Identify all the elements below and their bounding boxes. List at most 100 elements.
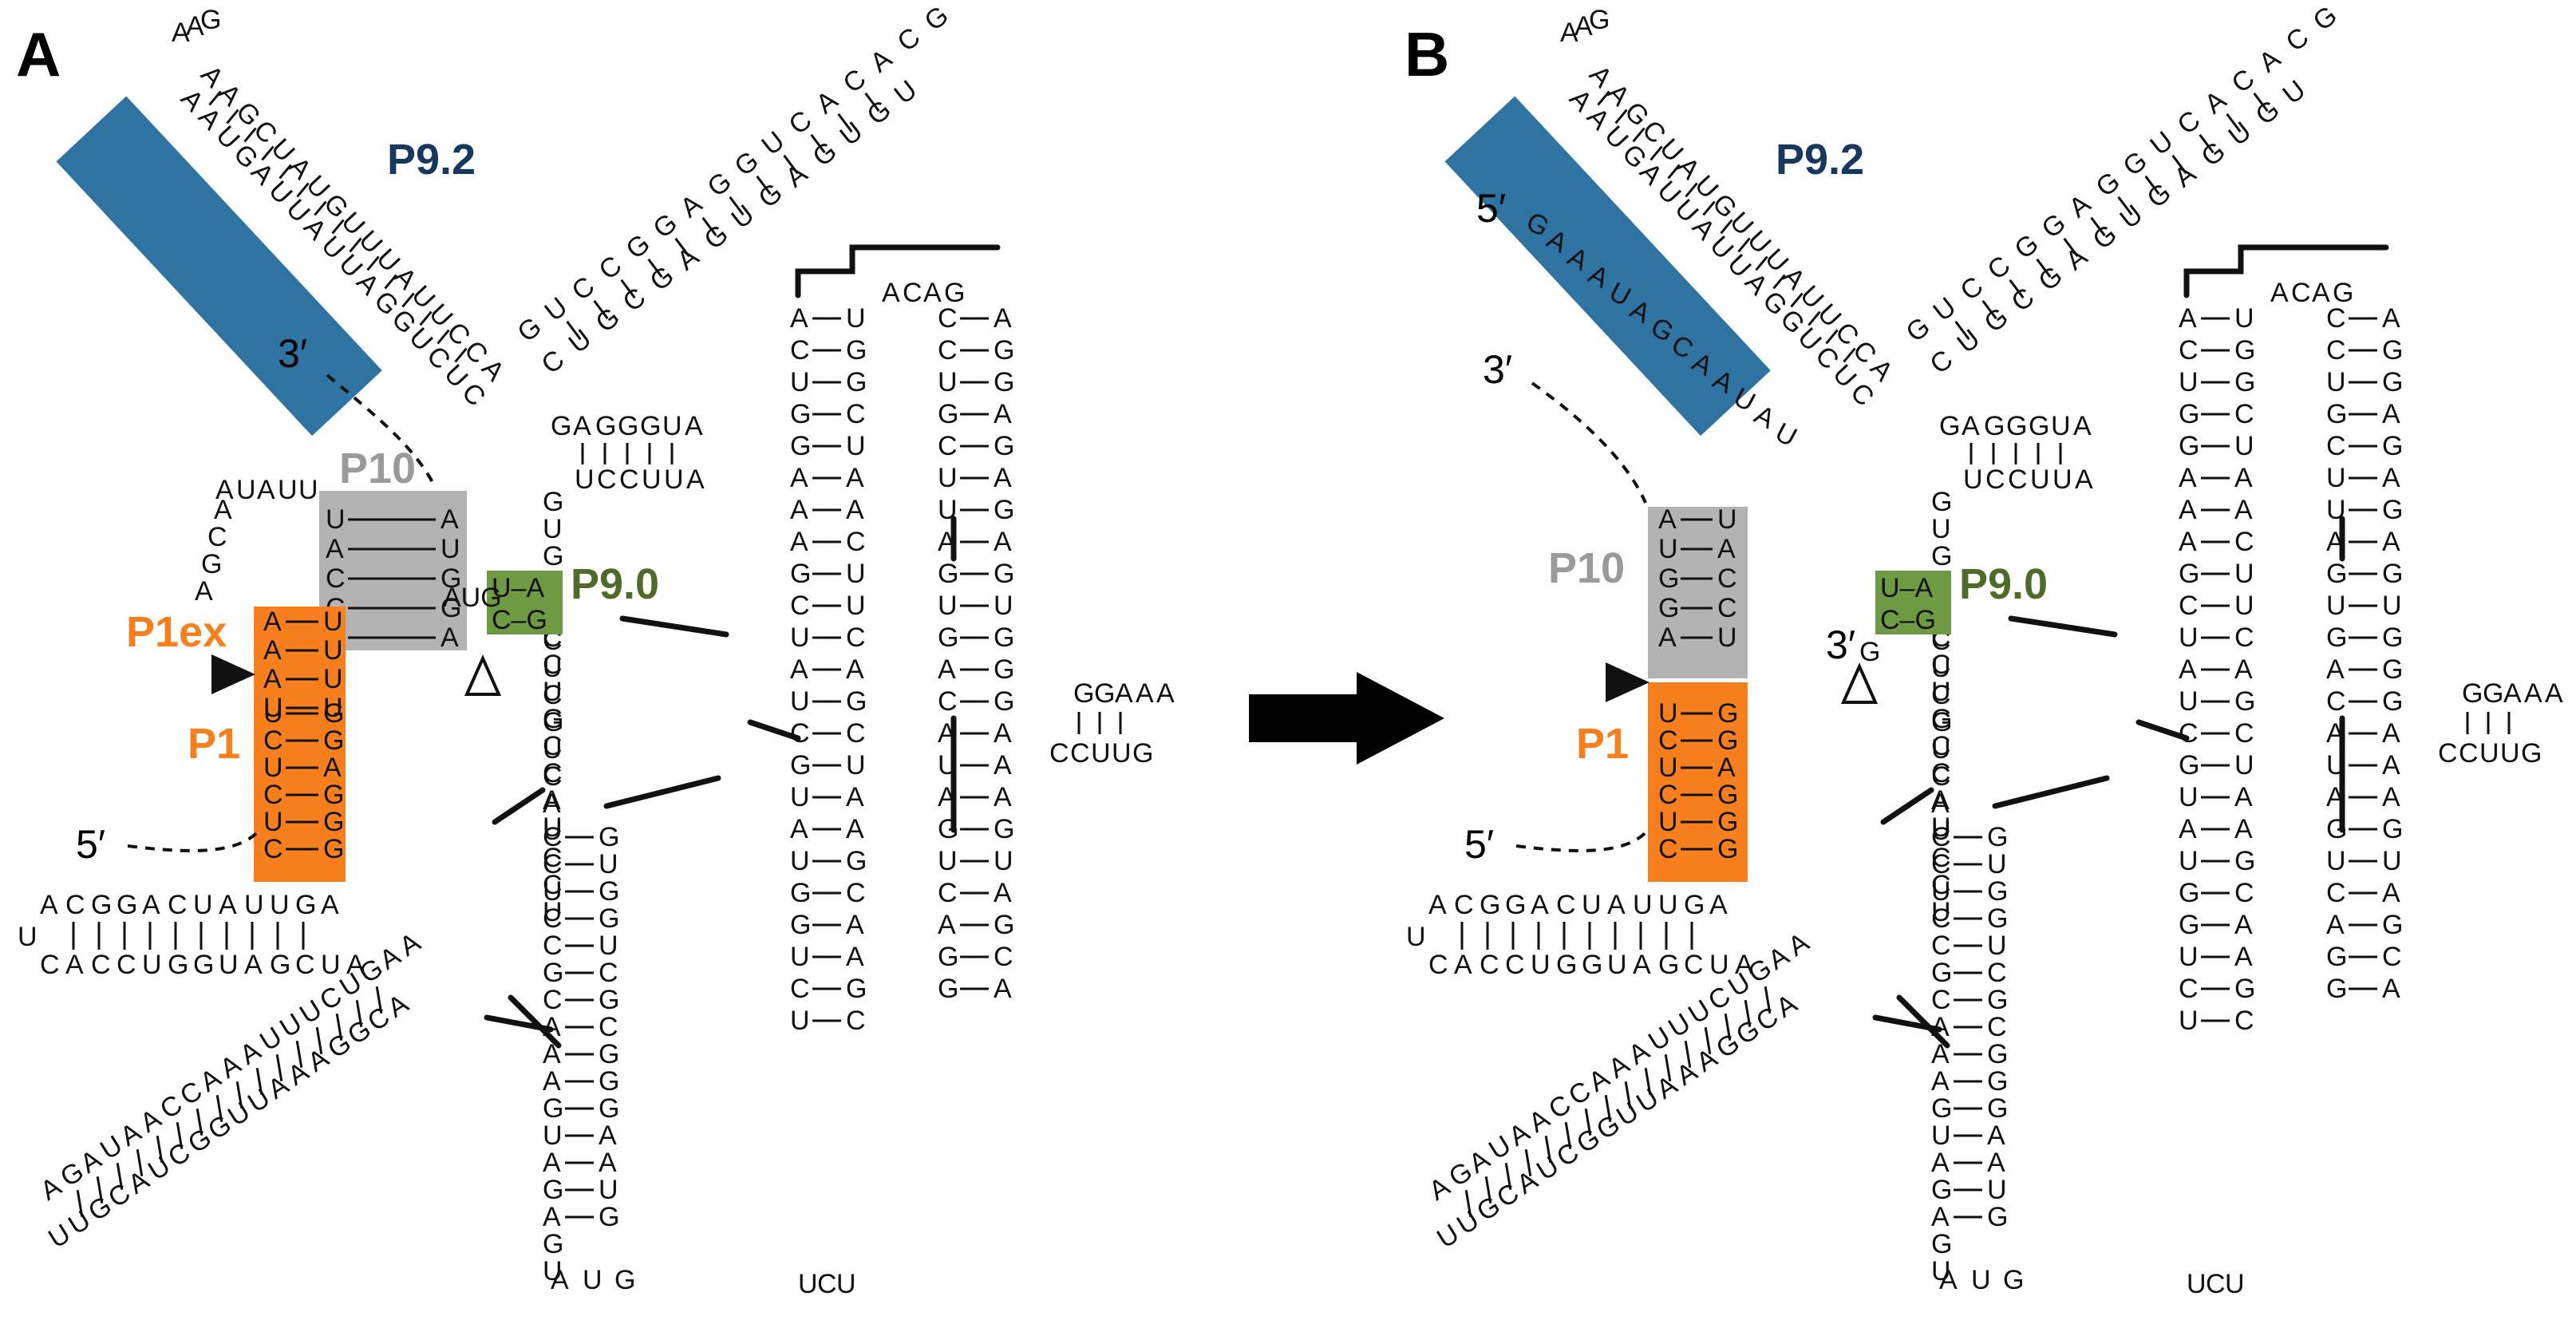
central-mid-left-nt: C	[543, 761, 563, 792]
upper-arm-helix-a-nt: G	[2009, 228, 2045, 265]
p9-2-loop-nt: A	[1574, 11, 1593, 41]
upper-arm-helix-pair	[2090, 216, 2106, 237]
p9-2-helix-pair	[314, 200, 327, 216]
col3-helix-right-nt: G	[994, 910, 1014, 940]
left-stem-bottom-nt: G	[1658, 950, 1679, 980]
left-stem-top-nt: U	[1658, 890, 1678, 920]
central-lower-helix-right-nt: G	[599, 1066, 619, 1097]
bottom-pair-nt: U	[583, 1265, 603, 1295]
col2-helix-left-nt: C	[790, 591, 810, 621]
col2-helix-right-nt: C	[2234, 1006, 2254, 1036]
p9-2-loop-nt: A	[186, 11, 204, 41]
upper-arm-helix-b-nt: G	[2250, 94, 2286, 131]
central-lower-helix-left-nt: G	[543, 1093, 563, 1124]
central-mid-left-nt: C	[1931, 680, 1951, 710]
upper-arm-helix-pair	[620, 279, 636, 299]
upper-arm-helix-b-nt: U	[726, 199, 761, 235]
central-mid-left-nt: U	[543, 653, 563, 683]
p9-2-loop-nt: A	[172, 18, 190, 48]
gagggu-nt: A	[2073, 411, 2092, 441]
col3-helix-left-nt: A	[2326, 654, 2345, 685]
upper-arm-helix-pair	[2063, 237, 2079, 258]
lower-arm-helix-pair	[1464, 1189, 1472, 1218]
central-left-nt: G	[543, 487, 563, 517]
col2-helix-right-nt: A	[846, 654, 864, 685]
gagggu-nt: G	[1939, 411, 1960, 441]
central-mid-left-nt: C	[1931, 761, 1951, 792]
left-stem-bottom-nt: U	[1531, 950, 1551, 980]
col2-helix-left-nt: A	[2179, 814, 2197, 844]
central-lower-helix-left-nt: A	[1931, 1202, 1950, 1232]
p10-helix-right-nt: C	[1717, 563, 1737, 594]
central-lower-helix-right-nt: A	[1987, 1148, 2005, 1178]
p9-2-helix-pair	[1737, 237, 1751, 253]
lower-arm-helix-pair	[235, 1081, 243, 1109]
col2-helix-left-nt: C	[790, 335, 810, 366]
col3-helix-right-nt: A	[994, 974, 1012, 1004]
p9-2-helix-pair	[1843, 347, 1856, 363]
upper-arm-helix-pair	[2199, 133, 2214, 154]
central-mid-left-nt: U	[543, 734, 563, 765]
left-stem-bottom-nt: C	[40, 950, 60, 980]
p9-2-helix-pair	[1632, 127, 1646, 143]
p1-helix-right-nt: G	[323, 807, 344, 837]
lower-arm-helix-pair	[1524, 1148, 1532, 1177]
col3-helix-left-nt: U	[2326, 591, 2346, 621]
p10-helix-right-nt: A	[441, 622, 459, 653]
connector-strand	[2135, 719, 2190, 741]
lower-arm-helix-pair	[315, 1026, 323, 1055]
upper-arm-helix-pair	[2226, 113, 2242, 133]
left-stem-top-nt: A	[1428, 890, 1447, 920]
col2-helix-right-nt: C	[846, 399, 866, 429]
col2-helix-left-nt: C	[790, 974, 810, 1004]
lower-arm-helix-pair	[1564, 1121, 1572, 1150]
central-mid-left-nt: C	[543, 680, 563, 710]
col3-top-nt: C	[2291, 278, 2311, 308]
col3-helix-left-nt: G	[938, 399, 958, 429]
p10-helix-left-nt: U	[1658, 534, 1678, 564]
central-lower-helix-right-nt: U	[1987, 849, 2007, 879]
col2-helix-left-nt: C	[790, 718, 810, 749]
col3-helix-right-nt: U	[2382, 591, 2402, 621]
gagggu-nt: G	[618, 411, 638, 441]
p9-0-pair-1: U–A	[1880, 573, 1933, 603]
col2-helix-right-nt: G	[2234, 846, 2255, 876]
col2-helix-left-nt: U	[2179, 942, 2199, 972]
col3-helix-right-nt: A	[2382, 399, 2400, 429]
p1-label: P1	[1576, 720, 1629, 768]
col3-helix-right-nt: G	[994, 814, 1014, 844]
col2-helix-right-nt: C	[846, 1006, 866, 1036]
p9-2-helix-pair	[1825, 329, 1839, 345]
left-stem-bottom-nt: C	[1428, 950, 1448, 980]
p9-2-helix-pair	[1597, 90, 1610, 106]
left-stem-bottom-nt: A	[244, 950, 263, 980]
col3-helix-right-nt: A	[2382, 878, 2400, 908]
central-lower-helix-right-nt: G	[1987, 1093, 2008, 1124]
central-lower-helix-right-nt: G	[1987, 1066, 2008, 1097]
p10-helix-left-nt: A	[1658, 622, 1677, 653]
central-left-nt: C	[543, 731, 563, 761]
p1ex-helix-right-nt: U	[323, 607, 343, 637]
col3-helix-right-nt: G	[2382, 495, 2403, 525]
upper-arm-helix-b-nt: U	[889, 74, 923, 110]
p10-helix-right-nt: A	[441, 504, 459, 535]
col4-loop-nt: C	[2459, 738, 2479, 769]
col3-top-nt: A	[923, 278, 942, 308]
p1-label: P1	[188, 720, 240, 768]
col2-helix-right-nt: A	[846, 495, 864, 525]
col3-top-nt: A	[2270, 278, 2289, 308]
central-mid-left-nt: C	[1931, 870, 1951, 900]
uccuu-nt: C	[2008, 464, 2028, 495]
p9-2-helix-pair	[1790, 292, 1804, 308]
central-lower-helix-right-nt: G	[599, 876, 619, 907]
loop-top-nt: A	[215, 475, 234, 505]
cleavage-site-marker-filled	[1606, 662, 1650, 702]
p1-helix-left-nt: U	[1658, 807, 1678, 837]
col2-helix-right-nt: U	[846, 431, 866, 461]
uccuu-nt: A	[686, 464, 705, 495]
col2-helix-right-nt: C	[2234, 718, 2254, 749]
p9-0-label: P9.0	[571, 560, 659, 608]
three-prime-inner-label: 3′	[1826, 622, 1855, 667]
three-prime-end-label: 3′	[278, 331, 307, 376]
central-lower-helix-left-nt: C	[543, 849, 563, 879]
